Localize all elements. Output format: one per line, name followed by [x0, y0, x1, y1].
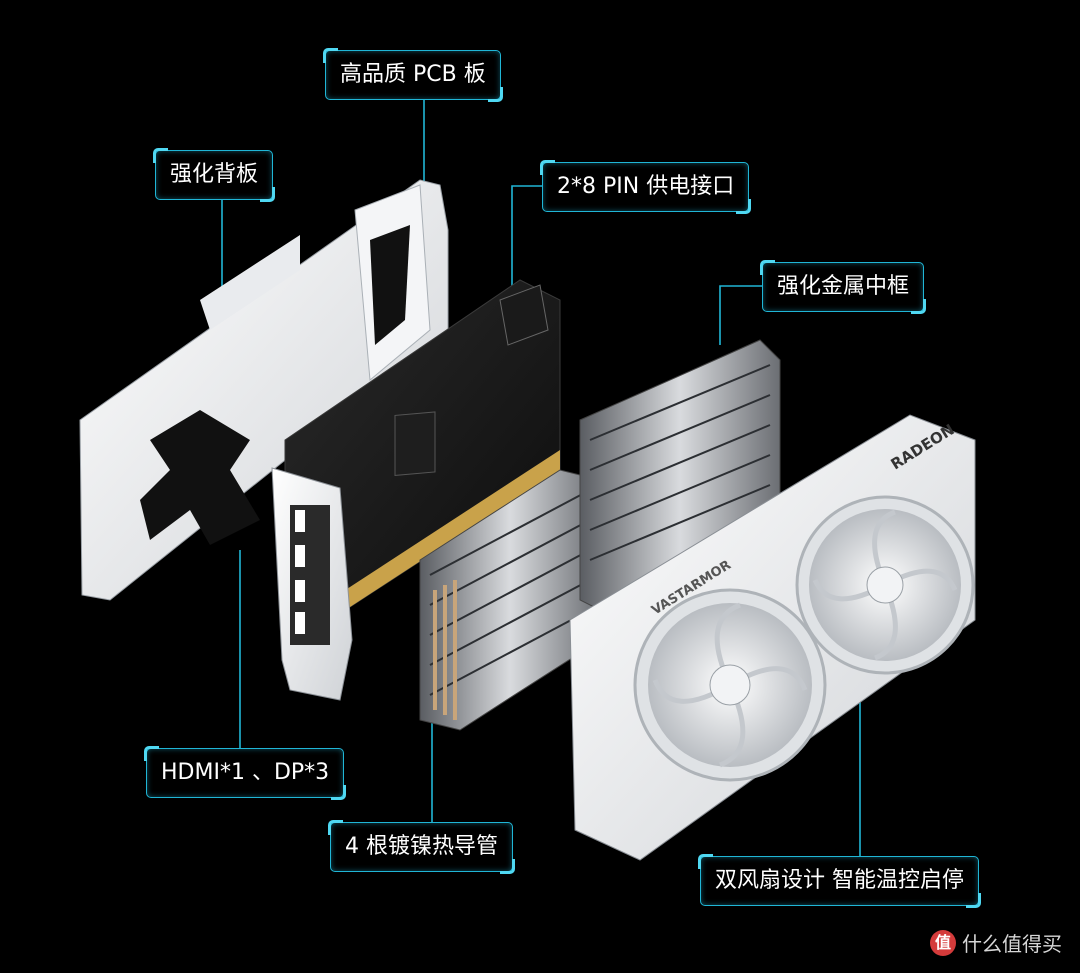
label-dual-fans: 双风扇设计 智能温控启停 — [698, 854, 981, 908]
watermark-text: 什么值得买 — [962, 932, 1062, 956]
label-io-ports: HDMI*1 、DP*3 — [143, 746, 347, 800]
backplate — [79, 179, 449, 601]
watermark: 值 什么值得买 — [930, 928, 1062, 957]
label-backplate: 强化背板 — [152, 148, 276, 202]
fan-shroud: RADEON VASTARMOR — [569, 414, 976, 861]
label-heatpipes: 4 根镀镍热导管 — [328, 820, 515, 874]
label-power-connector: 2*8 PIN 供电接口 — [539, 160, 752, 214]
heatsink — [419, 469, 601, 731]
watermark-logo-icon: 值 — [930, 929, 956, 956]
io-bracket — [271, 467, 353, 701]
label-metal-frame: 强化金属中框 — [759, 260, 927, 314]
label-pcb: 高品质 PCB 板 — [323, 48, 503, 102]
